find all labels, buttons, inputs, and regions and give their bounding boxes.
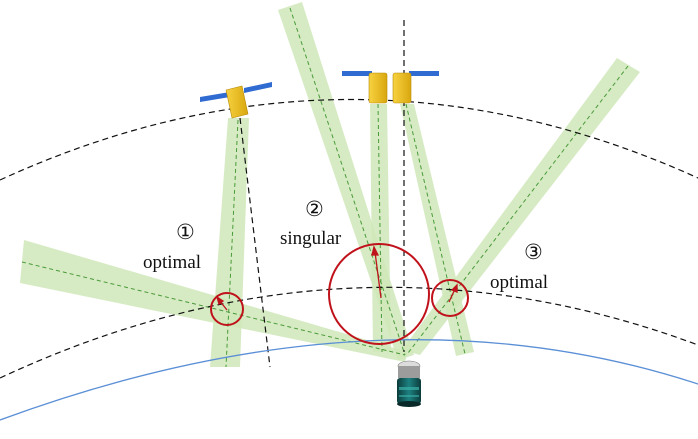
- sat1-vertical-line: [239, 117, 271, 368]
- beam-sat1: [210, 118, 249, 367]
- satellite-icon: [392, 71, 439, 104]
- case-1-label: optimal: [143, 252, 202, 273]
- orbit-arc: [0, 98, 698, 181]
- ground-receiver-icon: [397, 360, 421, 407]
- case-2-label: singular: [280, 228, 342, 249]
- case-3-number: ③: [524, 240, 543, 264]
- error-circles: [210, 243, 469, 345]
- case-1-number: ①: [176, 220, 195, 244]
- case-2-number: ②: [305, 197, 324, 221]
- beam-high-right: [402, 58, 640, 355]
- case-3-label: optimal: [490, 272, 549, 293]
- earth-surface: [0, 339, 698, 421]
- error-circle-3: [431, 279, 469, 317]
- satellite-icon: [342, 71, 388, 104]
- observation-beams: [20, 2, 640, 367]
- beam-high-left: [278, 2, 414, 360]
- satellite-icon: [200, 82, 272, 119]
- beam-sat2: [370, 104, 391, 352]
- error-circle-1: [210, 292, 244, 326]
- error-circle-2: [328, 243, 430, 345]
- ionosphere-arc: [0, 286, 698, 379]
- error-arrows: [215, 245, 458, 311]
